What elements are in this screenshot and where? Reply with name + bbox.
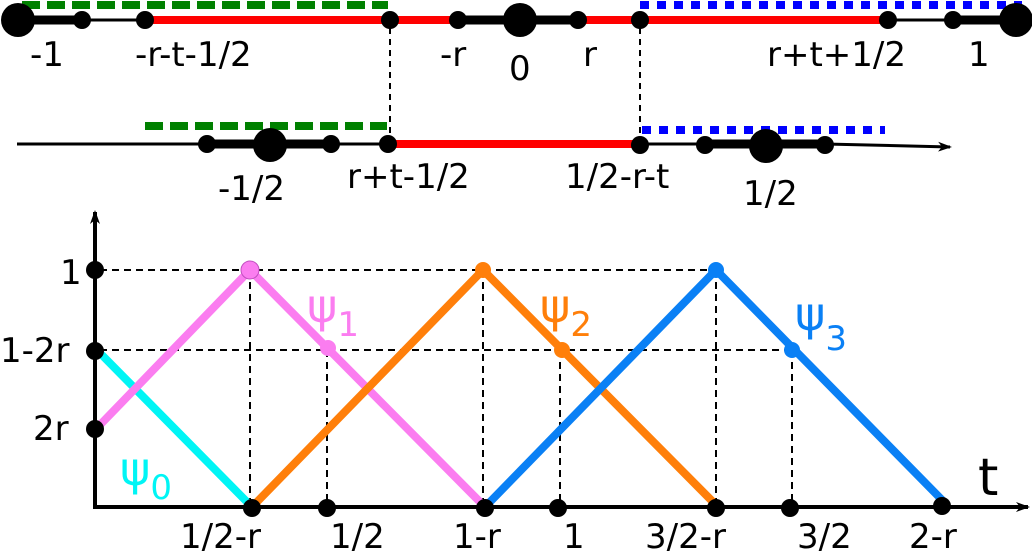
x-tick-1-minus-r: 1-r xyxy=(453,517,501,557)
x-tick-3half-minus-r: 3/2-r xyxy=(645,517,726,557)
psi1-point xyxy=(320,340,336,356)
x-tick-3half: 3/2 xyxy=(797,517,852,557)
x-tick-half-minus-r: 1/2-r xyxy=(180,517,261,557)
label-psi0: ψ0 xyxy=(120,442,172,508)
point-minus-r-t-half xyxy=(136,11,154,29)
y-tick-1-2r: 1-2r xyxy=(0,331,70,371)
psi1-peak xyxy=(240,260,260,280)
label-one: 1 xyxy=(968,35,990,75)
psi3-point xyxy=(784,342,800,358)
label-psi2: ψ2 xyxy=(540,279,592,345)
label-zero: 0 xyxy=(509,49,531,89)
top-number-line: -1 -r-t-1/2 -r 0 r r+t+1/2 1 xyxy=(1,1,1032,89)
x-tick-2-minus-r: 2-r xyxy=(909,517,957,557)
psi3-peak xyxy=(708,262,724,278)
y-tick-1: 1 xyxy=(60,253,82,293)
point-minus-one xyxy=(1,3,35,37)
psi-graph: 1 1-2r 2r 1/2-r 1/2 1-r 1 3/2-r 3/2 2-r … xyxy=(0,210,1030,557)
point-half-minus-r-t xyxy=(631,136,649,154)
y-tick-2r: 2r xyxy=(33,409,69,449)
label-psi3: ψ3 xyxy=(795,287,847,359)
label-minus-one: -1 xyxy=(30,35,64,75)
label-half: 1/2 xyxy=(743,174,798,214)
point-r-t-minus-half xyxy=(379,135,397,153)
curve-psi0 xyxy=(94,347,253,508)
point-one xyxy=(999,3,1032,37)
label-r: r xyxy=(583,35,597,75)
x-tick-1: 1 xyxy=(563,517,585,557)
label-minus-r-t-half: -r-t-1/2 xyxy=(135,35,252,75)
point-r xyxy=(569,11,587,29)
point-r-t-half xyxy=(879,11,897,29)
label-minus-r: -r xyxy=(440,35,466,75)
x-axis-label: t xyxy=(978,448,998,508)
label-r-t-half: r+t+1/2 xyxy=(767,35,906,75)
x-tick-half: 1/2 xyxy=(330,517,385,557)
point-minus-half xyxy=(253,128,287,162)
label-minus-half: -1/2 xyxy=(218,169,285,209)
point-minus-r xyxy=(449,11,467,29)
psi2-point xyxy=(554,342,570,358)
psi2-peak xyxy=(475,262,491,278)
second-number-line: -1/2 r+t-1/2 1/2-r-t 1/2 xyxy=(17,122,952,214)
label-psi1: ψ1 xyxy=(307,279,359,345)
point-zero xyxy=(503,3,537,37)
label-half-minus-r-t: 1/2-r-t xyxy=(565,157,669,197)
label-r-t-minus-half: r+t-1/2 xyxy=(347,157,470,197)
point-half xyxy=(749,129,783,163)
